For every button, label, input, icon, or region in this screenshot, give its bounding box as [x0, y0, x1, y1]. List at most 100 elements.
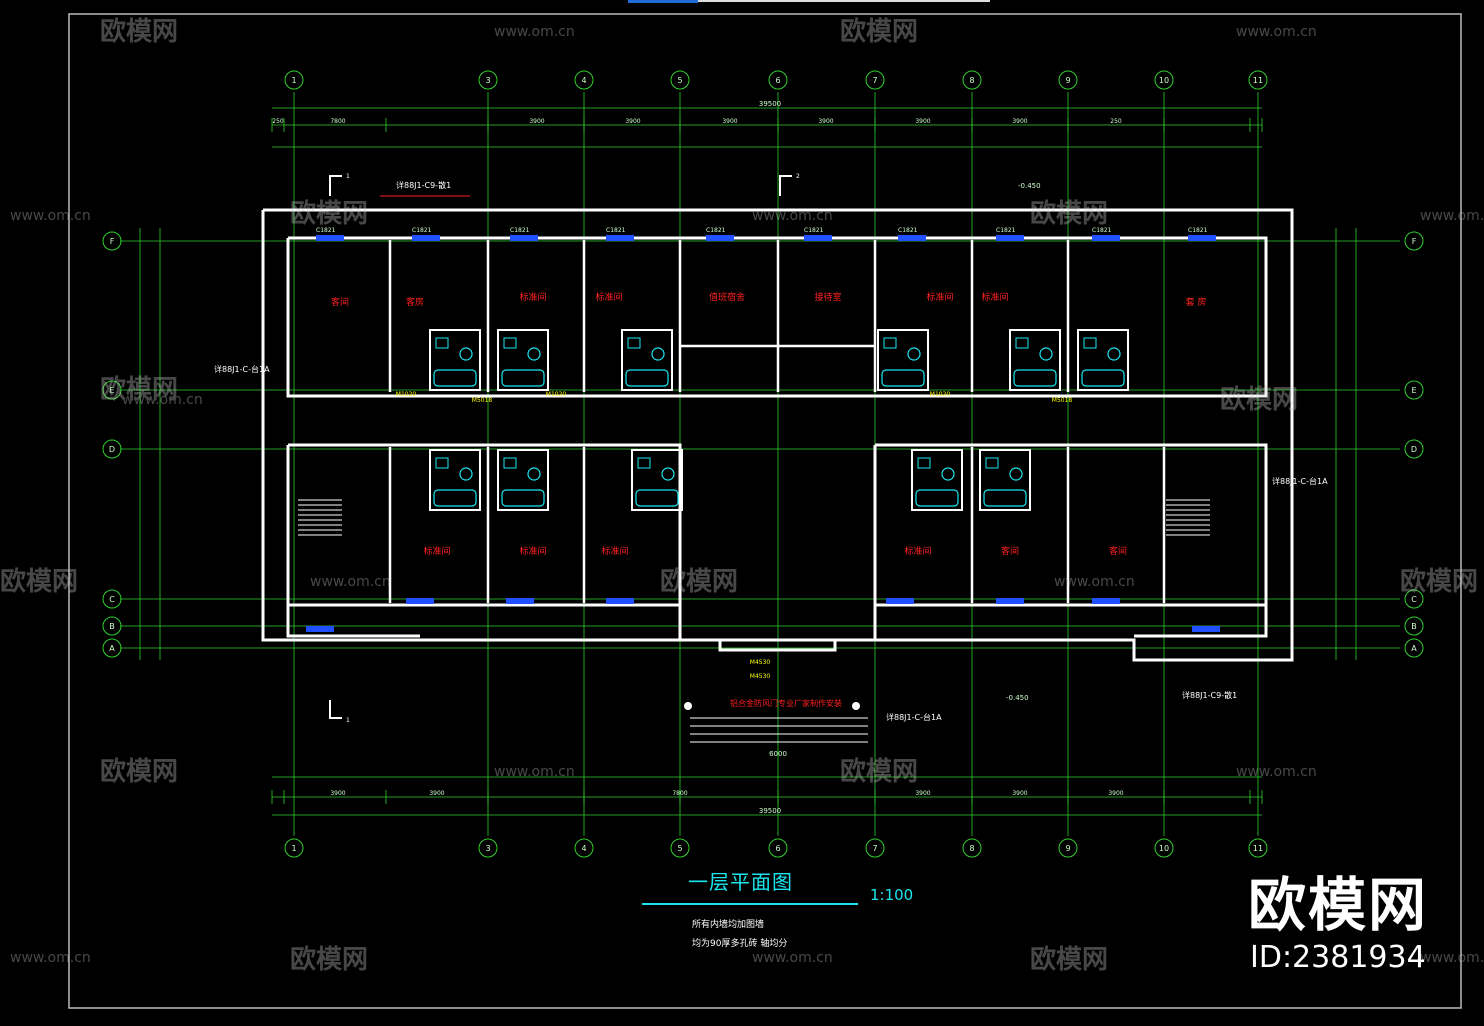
- sink: [1083, 337, 1097, 349]
- window: [606, 598, 634, 604]
- axis-label: B: [109, 622, 115, 631]
- window: [1192, 626, 1220, 632]
- walls: [261, 208, 1294, 662]
- watermark-url: www.om.cn: [1236, 764, 1317, 780]
- toilet: [1107, 347, 1121, 361]
- dimension-label: 3900: [529, 118, 544, 125]
- drawing-frame: [68, 13, 1462, 1009]
- drawing-title-block: 一层平面图 1:100 所有内墙均加图墙 均为90厚多孔砖 轴均分: [640, 866, 940, 949]
- room-label: 标准间: [519, 291, 546, 303]
- axis-label: 7: [872, 76, 877, 85]
- window: [1092, 598, 1120, 604]
- axis-bubble: [1404, 439, 1424, 459]
- axis-bubble: [478, 838, 498, 858]
- sink: [1015, 337, 1029, 349]
- axis-bubble: [1404, 231, 1424, 251]
- axis-label: A: [109, 644, 115, 653]
- axis-label: C: [1411, 595, 1417, 604]
- dimension-label: 250: [272, 118, 284, 125]
- axis-label: F: [110, 237, 115, 246]
- window-tag: C1821: [706, 227, 726, 234]
- axis-label: 11: [1253, 76, 1263, 85]
- dimension-total: 39500: [759, 807, 781, 815]
- axis-label: 3: [485, 844, 490, 853]
- window: [996, 598, 1024, 604]
- bathtub: [501, 489, 545, 507]
- bathroom-fixtures: [298, 329, 1210, 743]
- window: [606, 235, 634, 241]
- window: [1092, 235, 1120, 241]
- sink: [503, 457, 517, 469]
- door-tag: M4530: [750, 659, 771, 666]
- bathtub: [881, 369, 925, 387]
- axis-bubble: [574, 838, 594, 858]
- window-tag: C1821: [412, 227, 432, 234]
- toilet: [941, 467, 955, 481]
- entrance-wall: [678, 605, 877, 652]
- drawing-scale: 1:100: [870, 886, 914, 904]
- axis-bubble: [865, 838, 885, 858]
- watermark-logo: 欧模网: [100, 16, 178, 47]
- se-corner-wall: [1134, 605, 1268, 638]
- door-tag: M1020: [546, 391, 567, 398]
- drawing-note-2: 均为90厚多孔砖 轴均分: [692, 939, 788, 949]
- column: [684, 702, 692, 710]
- axis-label: 1: [291, 844, 296, 853]
- dimension-label: 3900: [429, 790, 444, 797]
- sw-corner-wall: [286, 605, 420, 638]
- drawing-title: 一层平面图: [688, 870, 793, 894]
- axis-label: 6: [775, 844, 780, 853]
- axis-bubble: [670, 70, 690, 90]
- room-label: 客间: [1109, 545, 1127, 557]
- toilet: [651, 347, 665, 361]
- axis-bubble: [865, 70, 885, 90]
- room-label: 标准间: [601, 545, 628, 557]
- outer-frame: [68, 13, 1462, 1009]
- axis-label: C: [109, 595, 115, 604]
- toilet: [459, 467, 473, 481]
- dimension-label: 3900: [1012, 790, 1027, 797]
- watermark-url: www.om.cn: [494, 764, 575, 780]
- axis-label: 5: [677, 844, 682, 853]
- axis-label: B: [1411, 622, 1417, 631]
- sink: [435, 457, 449, 469]
- watermark-logo: 欧模网: [1400, 566, 1478, 597]
- axis-label: E: [1411, 386, 1416, 395]
- axis-label: 5: [677, 76, 682, 85]
- axis-bubble: [1154, 70, 1174, 90]
- axis-bubble: [1248, 838, 1268, 858]
- watermark-logo: 欧模网: [0, 566, 78, 597]
- brand-watermark: 欧模网 ID:2381934: [1248, 872, 1438, 978]
- window: [886, 598, 914, 604]
- watermark-logo: 欧模网: [840, 756, 918, 787]
- axis-bubble: [1404, 589, 1424, 609]
- toilet: [1039, 347, 1053, 361]
- axis-label: 4: [581, 844, 586, 853]
- bathroom: [979, 449, 1031, 511]
- room-label: 套 房: [1186, 296, 1207, 308]
- toilet: [661, 467, 675, 481]
- dimension-label: 7800: [672, 790, 687, 797]
- bathroom: [911, 449, 963, 511]
- axis-label: F: [1412, 237, 1417, 246]
- bathroom: [429, 449, 481, 511]
- brand-id: ID:2381934: [1250, 940, 1426, 975]
- toilet: [527, 467, 541, 481]
- watermark-logo: 欧模网: [100, 374, 178, 405]
- dimension-label: 3900: [915, 118, 930, 125]
- axis-bubble: [102, 638, 122, 658]
- bathtub: [983, 489, 1027, 507]
- room-label: 标准间: [519, 545, 546, 557]
- brand-logo: 欧模网: [1248, 871, 1429, 939]
- sink: [917, 457, 931, 469]
- title-underline: [642, 903, 858, 905]
- room-label: 标准间: [423, 545, 450, 557]
- bathroom: [497, 449, 549, 511]
- window-tag: C1821: [996, 227, 1016, 234]
- toilet: [1009, 467, 1023, 481]
- axis-label: E: [109, 386, 114, 395]
- axis-bubble: [102, 439, 122, 459]
